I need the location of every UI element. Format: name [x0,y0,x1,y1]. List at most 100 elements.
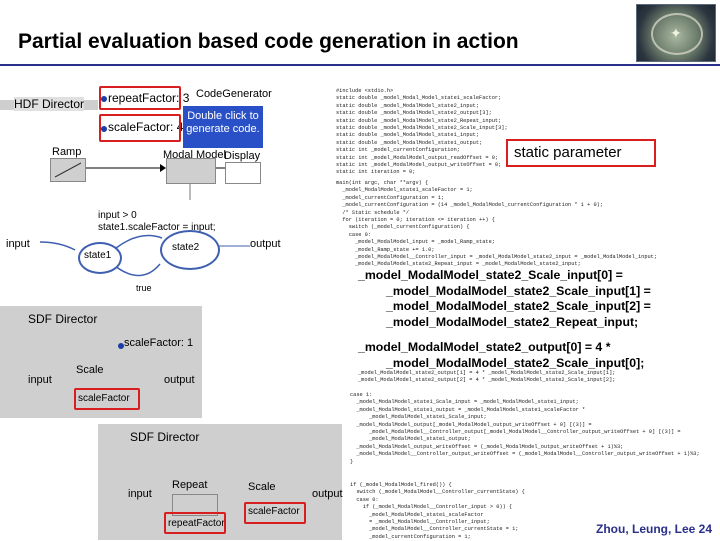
code-line: main(int argc, char **argv) { [336,180,429,186]
mid-output-port: output [164,374,195,386]
mid-scale-label[interactable]: Scale [76,364,104,376]
top-director-label[interactable]: HDF Director [14,97,85,111]
scale-factor-param[interactable]: scaleFactor: 4 [108,120,184,134]
code-tail: if (_model_ModalModel_fired()) { switch … [350,482,525,541]
repeat-factor-actor-highlight [164,512,226,534]
code-line: _model_ModalModel_state1_output; [350,436,471,443]
repeat-actor[interactable] [172,494,218,516]
transition-guard: input > 0 state1.scaleFactor = input; [98,210,216,233]
lab-logo: ✦ [636,4,716,62]
ramp-actor[interactable] [50,158,86,182]
code-line: _model_ModalModel_state2_Repeat_input = … [336,261,581,268]
code-line: if (_model_ModalModel_fired()) { [350,482,452,488]
bottom-scale-factor-param: scaleFactor [248,506,300,517]
code-line: _model_ModalModel_state2_output[1] = 4 *… [358,370,616,376]
state2-label: state2 [172,242,200,253]
code-line: _model_ModalModel_output_writeOffset = (… [350,443,624,450]
code-line: _model_ModalModel_state2_Scale_input[1] … [386,283,651,298]
static-parameter-callout: static parameter [506,139,656,167]
codegen-title: CodeGenerator [196,88,272,100]
code-line: _model_ModalModel__Controller_output[_mo… [350,429,681,436]
code-line: static int _model_ModalModel_output_writ… [336,162,502,169]
repeat-factor-actor-param: repeatFactor [168,518,225,529]
bottom-output-port: output [312,488,343,500]
fsm-input-port: input [6,238,30,250]
code-output-lines: _model_ModalModel_state2_output[1] = 4 *… [358,370,615,385]
display-label: Display [224,150,261,162]
bottom-sdf-panel [98,424,342,540]
mid-director-label[interactable]: SDF Director [28,312,98,326]
code-line: /* Static schedule */ [336,209,410,216]
code-main: main(int argc, char **argv) { _model_Mod… [336,180,657,269]
code-line: _model_ModalModel_state1_scaleFactor = 1… [336,187,473,194]
code-highlight-2: _model_ModalModel_state2_output[0] = 4 *… [358,340,644,371]
code-line: _model_currentConfiguration = 1; [336,194,445,201]
code-line: static int iteration = 0; [336,169,416,176]
slide-footer: Zhou, Leung, Lee 24 [596,522,713,536]
bottom-input-port: input [128,488,152,500]
bottom-director-label[interactable]: SDF Director [130,430,200,444]
code-line: static double _model_ModalModel_state2_R… [336,117,502,124]
code-line: _model_ModalModel_input = _model_Ramp_st… [336,239,495,246]
repeat-param-dot [101,96,107,102]
mid-scale-param[interactable]: scaleFactor: 1 [124,337,194,349]
code-line: _model_ModalModel__Controller_output_wri… [350,451,700,458]
state1-label: state1 [84,250,112,261]
code-line: _model_ModalModel__Controller_currentSta… [350,526,519,533]
codegen-button[interactable]: Double click to generate code. [183,106,263,148]
code-line: if (_model_ModalModel__Controller_input … [350,504,513,511]
code-line: _model_ModalModel_state1_output = _model… [350,406,586,413]
code-line: _model_ModalModel_state1_Scale_input; [350,414,487,421]
code-case1: case 1: _model_ModalModel_state1_Scale_i… [350,392,700,466]
state2-node[interactable] [160,230,220,270]
code-line: case 1: [350,392,373,398]
code-line: switch (_model_currentConfiguration) { [336,224,470,231]
state1-node[interactable] [78,242,122,274]
code-line: static int _model_ModalModel_output_read… [336,154,499,161]
display-actor[interactable] [225,162,261,184]
code-line: switch (_model_ModalModel__Controller_cu… [350,489,525,496]
logo-ring [651,13,703,55]
logo-star-icon: ✦ [670,25,682,41]
bottom-scale-label[interactable]: Scale [248,481,276,493]
code-line: static int _model_currentConfiguration; [336,147,460,154]
code-line: _model_ModalModel_state2_Scale_input[2] … [386,299,651,313]
true-transition-label: true [136,283,152,293]
code-line: _model_ModalModel__Controller_input = _m… [336,254,658,261]
code-line: _model_ModalModel_output[_model_ModalMod… [350,421,592,428]
code-highlight-1: _model_ModalModel_state2_Scale_input[0] … [358,268,651,330]
mid-input-port: input [28,374,52,386]
mid-param-dot [118,343,124,349]
repeat-factor-highlight [99,86,181,110]
mid-scale-factor-highlight [74,388,140,410]
code-line: _model_ModalModel_state1_Scale_input = _… [350,399,579,406]
modal-model-label: Modal Model [163,149,226,161]
code-header: #include <stdio.h>static double _model_M… [336,88,508,177]
code-line: _model_ModalModel_state2_Scale_input[0]; [386,355,645,370]
code-line: for (iteration = 0; iteration <= iterati… [336,217,495,224]
code-line: _model_ModalModel_state1_scaleFactor [350,511,484,518]
code-line: static double _model_ModalModel_state2_i… [336,102,480,109]
code-line: = _model_ModalModel__Controller_input; [350,519,490,526]
code-line: _model_Ramp_state += 1.0; [336,246,435,253]
code-line: _model_ModalModel_state2_output[2] = 4 *… [358,377,616,384]
mid-sdf-panel [0,306,202,418]
repeat-factor-param[interactable]: repeatFactor: 3 [108,91,190,105]
fsm-output-port: output [250,238,281,250]
code-line: static double _model_Modal_Model_state1_… [336,95,502,102]
code-line: _model_ModalModel_state2_Scale_input[0] … [358,268,623,282]
code-line: static double _model_ModalModel_state2_S… [336,125,508,132]
scale-param-dot [101,126,107,132]
title-divider [0,64,720,66]
code-line: _model_currentConfiguration = (14 _model… [336,202,604,209]
modal-model-actor[interactable] [166,158,216,184]
mid-scale-factor-param: scaleFactor [78,393,130,404]
code-line: static double _model_ModalModel_state1_i… [336,132,480,139]
code-line: } [350,458,354,465]
code-line: _model_currentConfiguration = 1; [350,533,471,540]
code-line: static double _model_ModalModel_state1_o… [336,139,483,146]
scale-factor-highlight [99,114,181,142]
slide-title: Partial evaluation based code generation… [18,30,519,53]
code-line: static double _model_ModalModel_state2_o… [336,110,492,117]
code-line: _model_ModalModel_state2_Repeat_input; [386,314,639,329]
